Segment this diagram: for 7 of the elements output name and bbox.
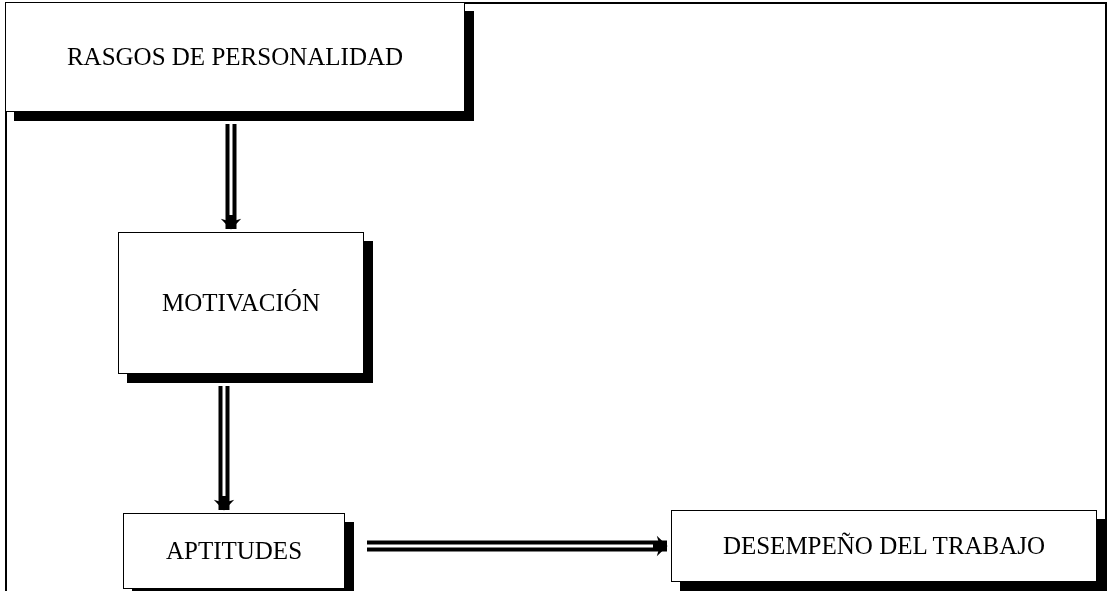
double-arrow — [213, 386, 235, 511]
box-label: APTITUDES — [165, 537, 303, 565]
box-label: MOTIVACIÓN — [162, 289, 320, 317]
box-label: RASGOS DE PERSONALIDAD — [66, 43, 404, 71]
box-label: DESEMPEÑO DEL TRABAJO — [722, 532, 1046, 560]
double-arrow — [220, 124, 242, 230]
double-arrow — [367, 535, 668, 557]
